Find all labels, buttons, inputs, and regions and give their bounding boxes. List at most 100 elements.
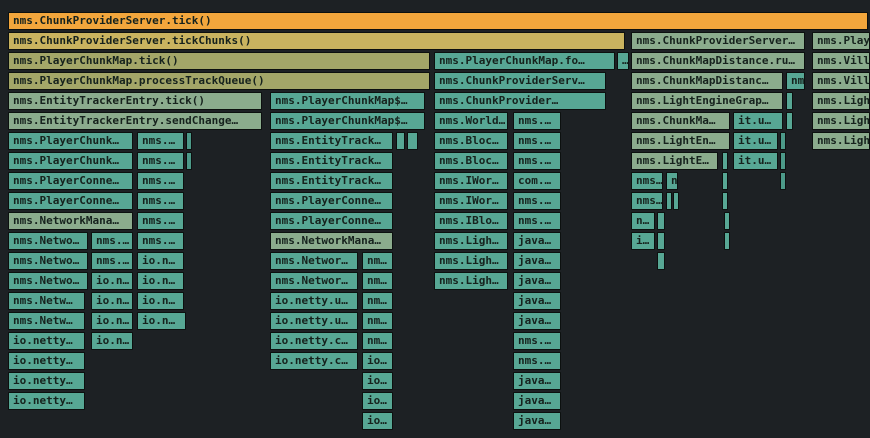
flame-bar[interactable]: java… [513,292,561,310]
flame-bar[interactable]: nms.PlayerConne… [8,172,133,190]
flame-bar[interactable]: nms.… [137,152,184,170]
flame-bar[interactable]: nm… [786,72,805,90]
flame-bar[interactable] [780,152,786,170]
flame-bar[interactable]: nms.Ligh [812,112,870,130]
flame-bar[interactable]: it.u… [733,112,783,130]
flame-bar[interactable]: java… [513,252,561,270]
flame-bar[interactable]: nms.LightEngineGrap… [631,92,783,110]
flame-bar[interactable]: nms.Ligh [812,132,870,150]
flame-bar[interactable]: nms.Ligh… [434,272,508,290]
flame-bar[interactable]: nms.LightE… [631,152,718,170]
flame-bar[interactable] [396,132,405,150]
flame-bar[interactable]: nms.PlayerConne… [270,212,393,230]
flame-bar[interactable]: io.n… [91,312,133,330]
flame-bar[interactable]: nms.… [137,192,184,210]
flame-bar[interactable]: io.netty.c… [270,332,358,350]
flame-bar[interactable]: nms.PlayerChunk… [8,152,133,170]
flame-bar[interactable]: nms.PlayerChunkMap$… [270,92,425,110]
flame-bar[interactable]: nm… [362,332,393,350]
flame-bar[interactable] [722,192,728,210]
flame-bar[interactable]: nms.… [513,352,561,370]
flame-bar[interactable]: nms.Bloc… [434,132,508,150]
flame-bar[interactable]: io… [362,392,393,410]
flame-bar[interactable]: nms.Bloc… [434,152,508,170]
flame-bar[interactable]: nm… [362,272,393,290]
flame-bar[interactable]: nms.ChunkMapDistance.ru… [631,52,805,70]
flame-bar[interactable] [657,212,665,230]
flame-bar[interactable]: nms.… [91,252,133,270]
flame-bar[interactable]: io… [362,352,393,370]
flame-bar[interactable]: nms.Netw… [8,292,85,310]
flame-bar[interactable]: nms… [631,192,663,210]
flame-bar[interactable]: java… [513,372,561,390]
flame-bar[interactable]: n [666,172,678,190]
flame-bar[interactable]: nms.IWor… [434,192,508,210]
flame-bar[interactable]: nms.ChunkProviderServ… [434,72,606,90]
flame-bar[interactable]: n… [631,212,655,230]
flame-bar[interactable] [186,152,192,170]
flame-bar[interactable] [780,172,786,190]
flame-bar[interactable]: nms.PlayerChunkMap$… [270,112,425,130]
flame-bar[interactable]: nms… [631,172,663,190]
flame-bar[interactable] [722,172,728,190]
flame-bar[interactable]: java… [513,392,561,410]
flame-bar[interactable]: java… [513,412,561,430]
flame-bar[interactable]: nms.Vill [812,52,870,70]
flame-bar[interactable]: io.n… [137,292,184,310]
flame-bar[interactable]: nms.IBlo… [434,212,508,230]
flame-bar[interactable]: nms.… [513,112,561,130]
flame-bar[interactable]: nms.EntityTrack… [270,172,393,190]
flame-bar[interactable]: com.… [513,172,561,190]
flame-bar[interactable] [722,152,728,170]
flame-bar[interactable] [786,92,793,110]
flame-bar[interactable]: io.netty… [8,332,85,350]
flame-bar[interactable]: io.n… [91,272,133,290]
flame-bar[interactable]: nms.World… [434,112,508,130]
flame-bar[interactable]: nms.Ligh… [434,232,508,250]
flame-bar[interactable]: io.netty.c… [270,352,358,370]
flame-bar[interactable] [780,132,786,150]
flame-bar[interactable]: nms.PlayerChunkMap.processTrackQueue() [8,72,430,90]
flame-bar[interactable]: … [617,52,629,70]
flame-bar[interactable]: nms.LightEn… [631,132,730,150]
flame-bar[interactable]: nms.Ligh [812,92,870,110]
flame-bar[interactable] [724,212,730,230]
flame-bar[interactable]: nms.PlayerChunk… [8,132,133,150]
flame-bar[interactable]: it.u… [733,132,778,150]
flame-bar[interactable]: java… [513,232,561,250]
flame-bar[interactable]: nms.ChunkProvider… [434,92,606,110]
flame-bar[interactable] [786,112,793,130]
flame-bar[interactable]: nms.… [137,212,184,230]
flame-bar[interactable] [673,192,679,210]
flame-bar[interactable]: nm… [362,312,393,330]
flame-bar[interactable]: nms.ChunkProviderServer.tick() [8,12,868,30]
flame-bar[interactable]: io.netty… [8,352,85,370]
flame-bar[interactable]: nms.Networ… [270,252,358,270]
flame-bar[interactable]: nms.Vill [812,72,870,90]
flame-bar[interactable]: nms.… [513,152,561,170]
flame-bar[interactable]: nms.PlayerChunkMap.fo… [434,52,615,70]
flame-bar[interactable]: nms.… [137,132,184,150]
flame-bar[interactable]: nms.IWor… [434,172,508,190]
flame-bar[interactable] [657,252,665,270]
flame-bar[interactable]: java… [513,272,561,290]
flame-bar[interactable]: io.netty… [8,392,85,410]
flame-bar[interactable]: i… [631,232,655,250]
flame-bar[interactable] [666,192,672,210]
flame-bar[interactable]: io.netty.u… [270,292,358,310]
flame-bar[interactable]: nms.EntityTrack… [270,152,393,170]
flame-bar[interactable]: nms.EntityTrackerEntry.sendChange… [8,112,262,130]
flame-bar[interactable]: nms.PlayerConne… [270,192,393,210]
flame-bar[interactable]: nms.… [137,232,184,250]
flame-bar[interactable]: nms.… [513,192,561,210]
flame-bar[interactable]: io.n… [137,312,186,330]
flame-bar[interactable]: nms.Netwo… [8,232,88,250]
flame-bar[interactable]: io.n… [137,272,184,290]
flame-bar[interactable]: nms.… [137,172,184,190]
flame-bar[interactable]: io.netty… [8,372,85,390]
flame-bar[interactable] [724,232,730,250]
flame-bar[interactable]: nm… [362,252,393,270]
flame-bar[interactable]: nms.… [513,332,561,350]
flame-bar[interactable]: nms.ChunkMa… [631,112,730,130]
flame-bar[interactable]: io… [362,372,393,390]
